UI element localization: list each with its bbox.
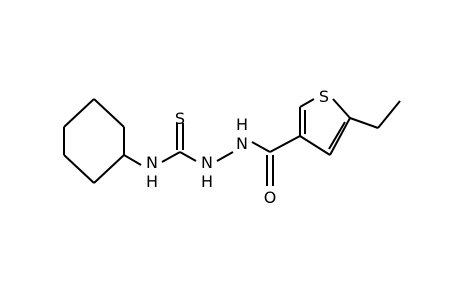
carbonyl-oxygen-label: O — [264, 188, 277, 207]
amine-nitrogen-label: N — [146, 153, 158, 172]
thione-sulfur-label: S — [175, 109, 185, 128]
ethyl-group — [349, 100, 401, 129]
bond-thiocarbon-to-nh — [179, 151, 197, 162]
thiophene-sulfur-label: S — [319, 87, 329, 106]
bond-carbonyl-to-thiophene — [269, 135, 301, 153]
hydrazine-hydrogen-1-label: H — [201, 172, 213, 191]
cyclohexane-ring — [63, 98, 125, 184]
hydrazine-nitrogen-1-label: N — [201, 153, 213, 172]
amine-hydrogen-label: H — [146, 172, 158, 191]
thiophene-ring — [299, 98, 351, 156]
bond-ring-to-nh — [123, 154, 142, 166]
thione-double-bond — [176, 123, 184, 150]
hydrazine-hydrogen-2-label: H — [236, 115, 248, 134]
bond-nh-to-carbonyl — [251, 141, 271, 153]
bond-n-n — [216, 151, 234, 162]
bond-nh-to-thiocarbon — [161, 151, 181, 163]
hydrazine-nitrogen-2-label: N — [236, 134, 248, 153]
carbonyl-double-bond — [266, 155, 274, 186]
